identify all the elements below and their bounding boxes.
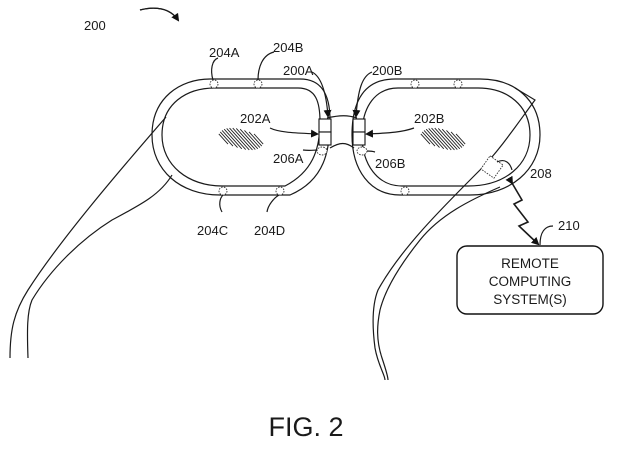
label-200B: 200B: [372, 63, 402, 78]
right-lens-frame-inner: [361, 87, 531, 187]
hatch-line: [425, 128, 445, 150]
label-200A: 200A: [283, 63, 314, 78]
sensor-right-bottom: [400, 186, 410, 196]
hatch-line: [218, 133, 229, 145]
right-temple-arm-inner: [377, 186, 501, 381]
sensor-right-top-2: [453, 79, 463, 89]
hatch-line: [219, 131, 234, 147]
hatch-line: [437, 128, 458, 150]
leader-210: [539, 225, 554, 246]
component-200B-box: [352, 118, 366, 146]
remote-box-line-2: COMPUTING: [489, 274, 572, 289]
label-204B: 204B: [273, 40, 303, 55]
label-210: 210: [558, 218, 580, 233]
hatch-line: [431, 127, 452, 151]
hatch-line: [446, 130, 463, 148]
label-202A: 202A: [240, 111, 271, 126]
leader-200B: [352, 71, 373, 118]
label-202B: 202B: [414, 111, 444, 126]
leader-204B: [257, 51, 275, 81]
left-temple-arm-inner: [26, 174, 173, 359]
display-202B-hatch: [420, 127, 466, 151]
sensor-204B: [253, 79, 263, 89]
hatch-line: [239, 128, 259, 150]
leader-206B: [366, 150, 376, 153]
hatch-line: [232, 127, 253, 151]
sensor-204C: [218, 186, 228, 196]
leader-202A: [269, 127, 319, 138]
left-temple-arm: [9, 116, 167, 359]
label-200: 200: [84, 18, 106, 33]
leader-200A: [311, 71, 332, 118]
label-206A: 206A: [273, 151, 304, 166]
hatch-line: [229, 127, 250, 151]
sensor-right-top-1: [410, 79, 420, 89]
sensor-204A: [209, 79, 219, 89]
remote-box-line-1: REMOTE: [501, 256, 559, 271]
hatch-line: [434, 127, 455, 151]
label-206B: 206B: [375, 156, 405, 171]
nose-bridge-top: [326, 115, 358, 119]
label-208: 208: [530, 166, 552, 181]
leader-204D: [266, 194, 280, 213]
hatch-line: [455, 133, 466, 145]
hatch-line: [235, 128, 256, 150]
hatch-line: [450, 131, 465, 147]
sensor-206B: [356, 146, 368, 156]
sensor-204D: [275, 186, 285, 196]
hatch-line: [428, 128, 449, 150]
remote-box-line-3: SYSTEM(S): [493, 292, 567, 307]
arrow-200: [139, 7, 180, 22]
leader-204C: [219, 194, 224, 213]
hatch-line: [226, 128, 247, 150]
right-temple-arm: [372, 87, 536, 381]
hatch-line: [244, 130, 261, 148]
label-204A: 204A: [209, 45, 240, 60]
label-204D: 204D: [254, 223, 285, 238]
leader-208: [496, 159, 513, 171]
sensor-206A: [316, 146, 328, 156]
remote-computing-system-box: [456, 245, 604, 315]
hatch-line: [421, 131, 436, 147]
component-200A-box: [318, 118, 332, 146]
left-lens-frame-outer: [151, 78, 331, 196]
hatch-line: [423, 130, 440, 148]
label-204C: 204C: [197, 223, 228, 238]
leader-204A: [211, 57, 219, 81]
left-lens-frame-inner: [161, 87, 321, 187]
hatch-line: [420, 133, 431, 145]
leader-202B: [365, 127, 415, 138]
module-208: [480, 155, 504, 179]
nose-bridge-bottom: [329, 142, 355, 149]
hatch-line: [248, 131, 263, 147]
wireless-link: [505, 175, 540, 246]
hatch-line: [223, 128, 243, 150]
hatch-line: [441, 128, 461, 150]
hatch-line: [253, 133, 264, 145]
hatch-line: [221, 130, 238, 148]
display-202A-hatch: [218, 127, 264, 151]
figure-caption: FIG. 2: [268, 412, 343, 442]
